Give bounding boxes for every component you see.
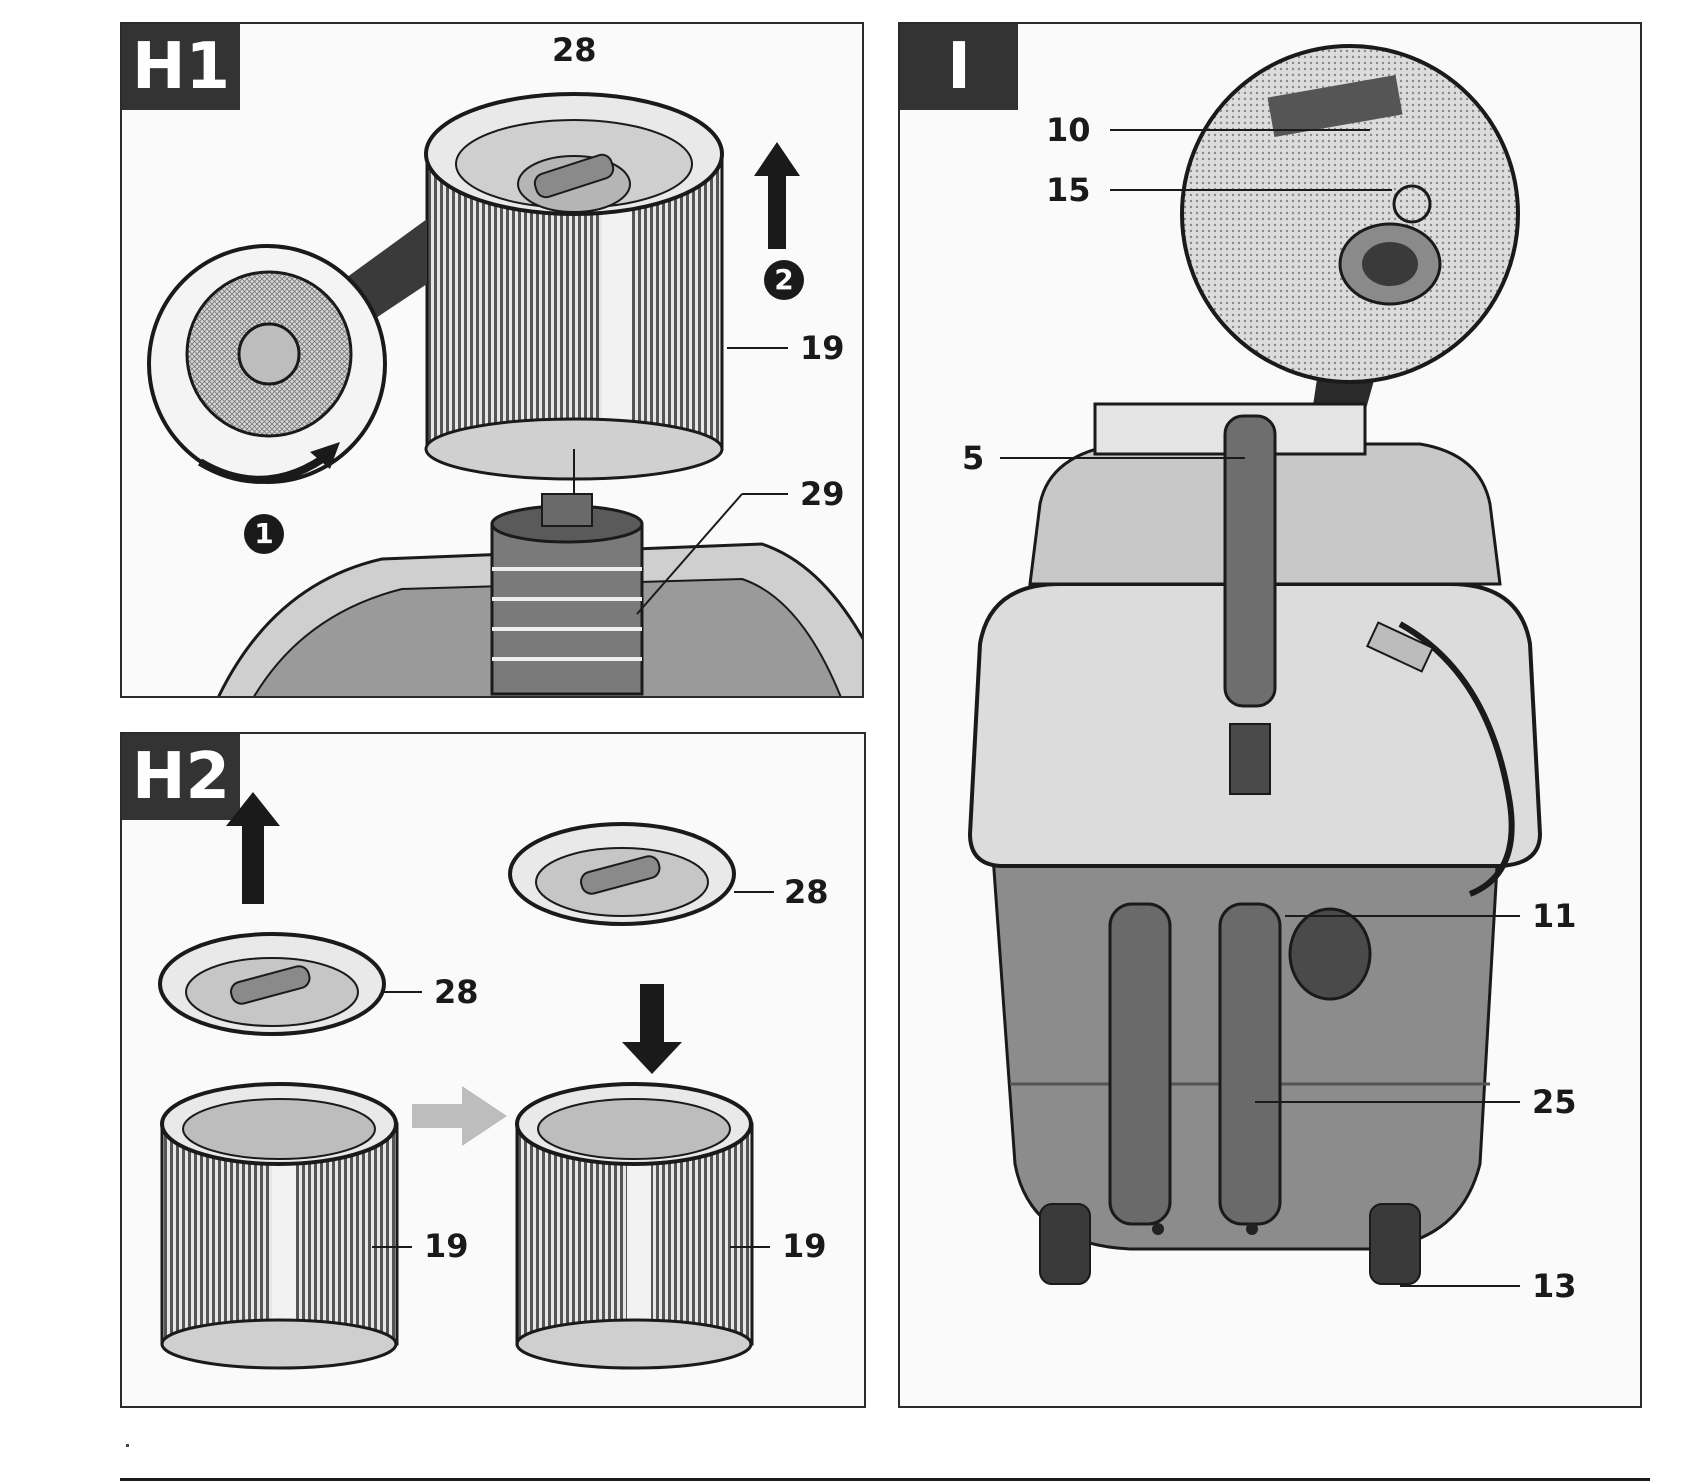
page-footer-rule bbox=[120, 1478, 1650, 1481]
step-2-badge: 2 bbox=[764, 260, 804, 300]
h1-illustration bbox=[147, 92, 862, 696]
i-callout-cord-hook: 11 bbox=[1532, 897, 1577, 935]
lid-detail-magnifier bbox=[147, 219, 427, 484]
panel-h1: H1 bbox=[120, 22, 864, 698]
i-callout-ring: 15 bbox=[1046, 171, 1091, 209]
lift-arrow-icon bbox=[754, 142, 800, 249]
h2-left-filter-illustration bbox=[160, 1082, 399, 1370]
h2-callout-right-lid: 28 bbox=[784, 873, 829, 911]
h2-callout-left-filter: 19 bbox=[424, 1227, 469, 1265]
h2-left-lid-illustration bbox=[158, 792, 386, 1036]
h1-callout-lid: 28 bbox=[552, 31, 597, 69]
panel-h2-tag: H2 bbox=[122, 734, 240, 820]
vacuum-cleaner-illustration bbox=[967, 402, 1543, 1285]
h2-callout-right-filter: 19 bbox=[782, 1227, 827, 1265]
h2-illustration bbox=[158, 792, 774, 1370]
filter-cartridge-illustration bbox=[424, 92, 724, 499]
step-1-badge: 1 bbox=[244, 514, 284, 554]
h2-right-lid-illustration bbox=[508, 822, 736, 1074]
h1-callout-filter: 19 bbox=[800, 329, 845, 367]
h1-callout-spindle: 29 bbox=[800, 475, 845, 513]
h2-callout-left-lid: 28 bbox=[434, 973, 479, 1011]
panel-h2: H2 bbox=[120, 732, 866, 1408]
housing-base-illustration bbox=[217, 493, 862, 696]
print-speck bbox=[126, 1444, 129, 1447]
panel-i-tag: I bbox=[900, 24, 1018, 110]
i-illustration bbox=[967, 44, 1543, 1287]
i-callout-tube: 25 bbox=[1532, 1083, 1577, 1121]
i-callout-hose: 5 bbox=[962, 439, 985, 477]
swap-arrow-icon bbox=[412, 1086, 507, 1146]
h2-right-filter-illustration bbox=[515, 1082, 754, 1370]
i-callout-wheel: 13 bbox=[1532, 1267, 1577, 1305]
i-callout-plug: 10 bbox=[1046, 111, 1091, 149]
panel-h1-tag: H1 bbox=[122, 24, 240, 110]
panel-i: I bbox=[898, 22, 1642, 1408]
